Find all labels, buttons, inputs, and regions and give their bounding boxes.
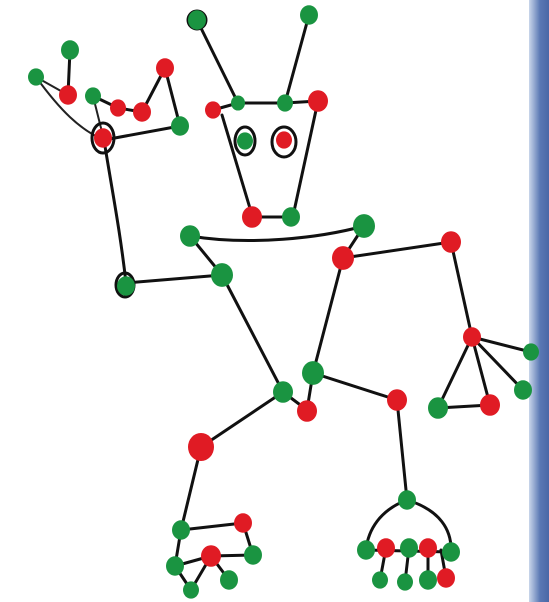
edge (470, 335, 525, 392)
green-dot (244, 545, 262, 565)
edge (195, 18, 240, 105)
edge (163, 66, 182, 128)
red-dot (156, 58, 174, 78)
red-dot (133, 102, 151, 122)
red-dot (480, 394, 500, 416)
green-dot (61, 40, 79, 60)
green-dot (372, 571, 388, 589)
green-dot (523, 343, 539, 361)
green-dot (514, 380, 532, 400)
window-edge-strip (529, 0, 549, 602)
green-dot (400, 538, 418, 558)
green-dot (188, 10, 206, 30)
green-dot (171, 116, 189, 136)
red-dot (419, 538, 437, 558)
ring (233, 125, 257, 157)
edge (311, 256, 345, 375)
green-dot (166, 556, 184, 576)
red-dot (463, 327, 481, 347)
red-dot (437, 568, 455, 588)
red-dot (276, 131, 292, 149)
edge (395, 398, 409, 502)
edge (220, 273, 285, 394)
edge (291, 99, 320, 218)
green-dot (277, 94, 293, 112)
edge (199, 390, 285, 449)
red-dot (94, 128, 112, 148)
red-dot (332, 246, 354, 270)
red-dot (441, 231, 461, 253)
green-dot (28, 68, 44, 86)
red-dot (205, 101, 221, 119)
edge (449, 240, 474, 339)
red-dot (308, 90, 328, 112)
green-dot (180, 225, 200, 247)
green-dot (231, 95, 245, 111)
edge (470, 335, 533, 354)
green-dot (237, 132, 253, 150)
red-dot (188, 432, 214, 462)
green-dot (183, 581, 199, 599)
ring (90, 121, 116, 155)
edge (220, 113, 254, 217)
red-dot (234, 513, 252, 533)
edge (102, 138, 128, 285)
red-dot (297, 400, 317, 422)
green-dot (357, 540, 375, 560)
red-dot (242, 206, 262, 228)
red-dot (201, 545, 221, 567)
green-dot (398, 490, 416, 510)
green-dot (220, 570, 238, 590)
edge (179, 445, 203, 532)
red-dot (387, 389, 407, 411)
green-dot (211, 263, 233, 287)
edge (211, 99, 320, 112)
edge (179, 521, 245, 532)
green-dot (117, 276, 135, 296)
red-dot (110, 99, 126, 117)
edge (470, 335, 492, 407)
green-dot (302, 361, 324, 385)
green-dot (419, 570, 437, 590)
edge (311, 371, 399, 402)
edge (283, 13, 311, 105)
green-dot (273, 381, 293, 403)
green-dot (282, 207, 300, 227)
edge (91, 66, 167, 114)
red-dot (59, 85, 77, 105)
green-dot (85, 87, 101, 105)
edge (124, 273, 224, 285)
red-dot (377, 538, 395, 558)
green-dot (353, 214, 375, 238)
green-dot (442, 542, 460, 562)
green-dot (428, 397, 448, 419)
edge (341, 240, 453, 260)
skeleton-nodes (28, 5, 539, 599)
edge (102, 124, 182, 142)
edge (188, 224, 366, 242)
green-dot (172, 520, 190, 540)
ring (270, 125, 298, 159)
green-dot (300, 5, 318, 25)
green-dot (397, 573, 413, 591)
